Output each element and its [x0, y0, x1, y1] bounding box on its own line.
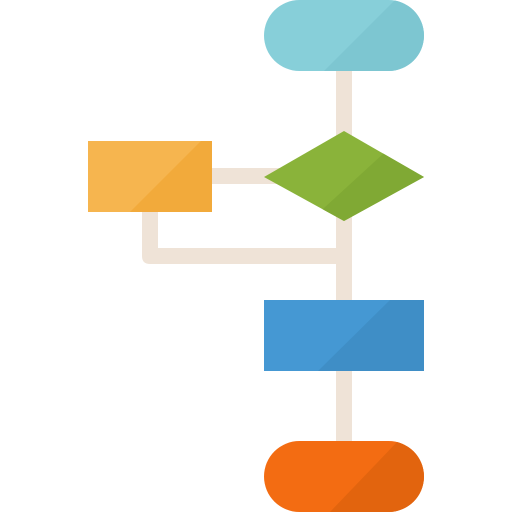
start-terminator — [264, 0, 424, 71]
end-terminator — [264, 441, 424, 512]
side-horizontal-connector — [200, 168, 290, 184]
connector-lines — [142, 60, 352, 452]
side-return-connector — [142, 200, 344, 264]
side-process-box — [88, 141, 212, 212]
process-box — [264, 300, 424, 371]
decision-diamond — [264, 131, 424, 221]
